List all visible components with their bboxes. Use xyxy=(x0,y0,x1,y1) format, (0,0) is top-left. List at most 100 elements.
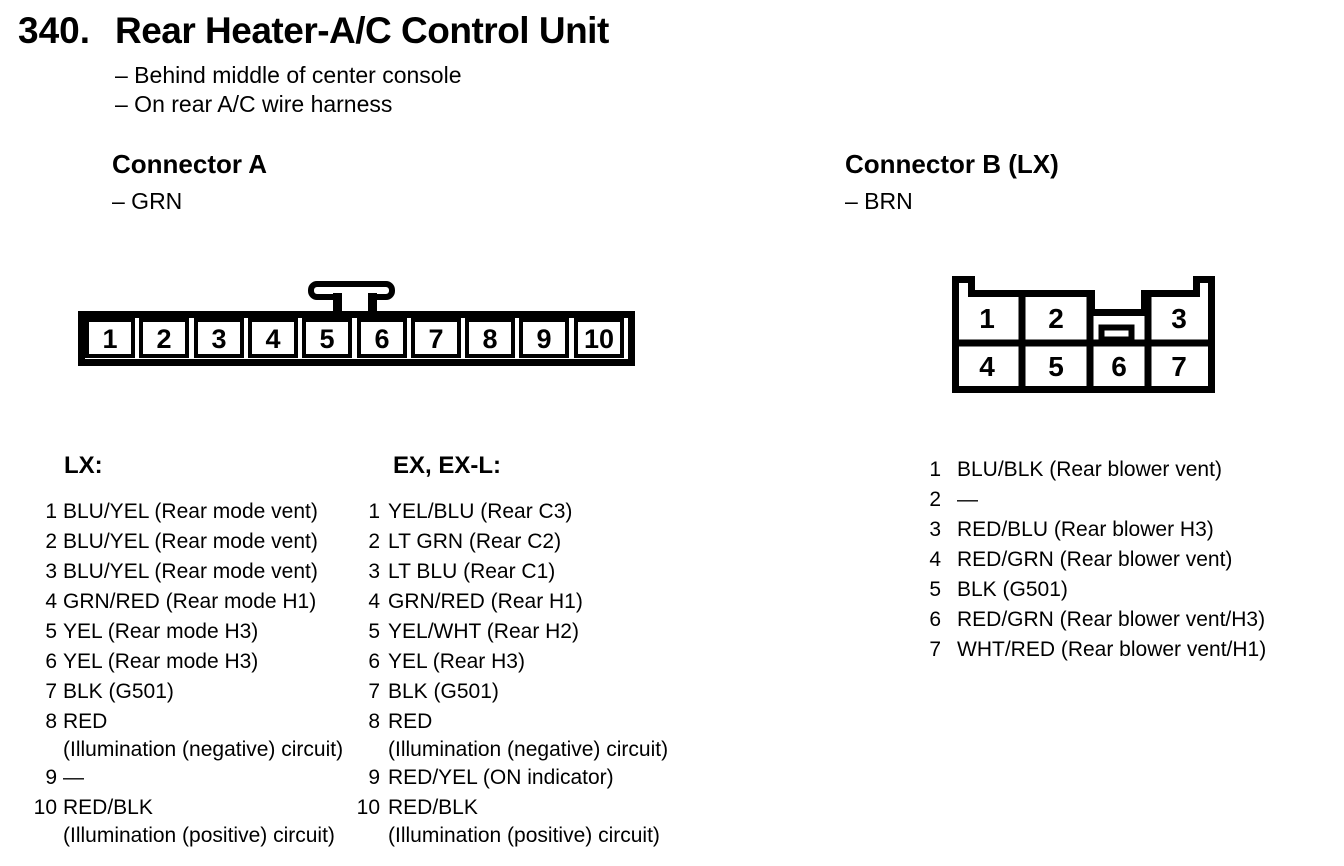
pin-cell-label: 7 xyxy=(1171,351,1187,382)
pin-row: 4 GRN/RED (Rear H1) xyxy=(355,587,668,617)
pin-wire-label: YEL (Rear mode H3) xyxy=(63,650,259,673)
pin-row: 7 BLK (G501) xyxy=(355,677,668,707)
pin-number: 6 xyxy=(368,650,380,673)
pin-number: 7 xyxy=(368,680,380,703)
pin-row: 5 YEL/WHT (Rear H2) xyxy=(355,617,668,647)
pin-number: 5 xyxy=(368,620,380,643)
pin-cell-label: 8 xyxy=(482,324,497,354)
pin-row: 2— xyxy=(915,485,1266,515)
pin-cell-label: 1 xyxy=(102,324,117,354)
pin-wire-label: BLK (G501) xyxy=(63,680,174,703)
pin-number: 6 xyxy=(929,608,941,631)
pin-wire-label: RED/BLK(Illumination (positive) circuit) xyxy=(63,796,335,847)
pin-row: 3 RED/BLU (Rear blower H3) xyxy=(915,515,1266,545)
pin-number: 4 xyxy=(929,548,941,571)
pin-wire-label: — xyxy=(957,488,978,511)
pin-row: 2 BLU/YEL (Rear mode vent) xyxy=(30,527,343,557)
pin-row: 5 BLK (G501) xyxy=(915,575,1266,605)
trim-heading-lx: LX: xyxy=(64,452,103,479)
pin-wire-label: RED/BLU (Rear blower H3) xyxy=(957,518,1214,541)
pin-wire-label: YEL (Rear mode H3) xyxy=(63,620,259,643)
pin-row: 6 RED/GRN (Rear blower vent/H3) xyxy=(915,605,1266,635)
pin-number: 1 xyxy=(368,500,380,523)
pin-cell-label: 4 xyxy=(979,351,995,382)
pin-number: 8 xyxy=(368,710,380,733)
connector-b-diagram: 1 2 3 4 5 6 7 xyxy=(952,276,1215,393)
pin-number: 5 xyxy=(929,578,941,601)
pin-row: 3 BLU/YEL (Rear mode vent) xyxy=(30,557,343,587)
pin-row: 6 YEL (Rear H3) xyxy=(355,647,668,677)
pin-number: 4 xyxy=(368,590,380,613)
pin-cell-label: 6 xyxy=(1111,351,1127,382)
pin-wire-label: — xyxy=(63,766,84,789)
pin-row: 7 WHT/RED (Rear blower vent/H1) xyxy=(915,635,1266,665)
pin-wire-label: WHT/RED (Rear blower vent/H1) xyxy=(957,638,1267,661)
connector-b-color-note: – BRN xyxy=(845,188,913,214)
pin-number: 1 xyxy=(45,500,57,523)
pin-wire-label: BLU/YEL (Rear mode vent) xyxy=(63,530,318,553)
connector-b-heading: Connector B (LX) xyxy=(845,149,1059,179)
pin-number: 3 xyxy=(929,518,941,541)
pin-wire-label: LT GRN (Rear C2) xyxy=(388,530,562,553)
pin-wire-label: BLK (G501) xyxy=(388,680,499,703)
pin-number: 10 xyxy=(356,796,380,819)
pin-number: 3 xyxy=(368,560,380,583)
trim-heading-ex: EX, EX-L: xyxy=(393,452,502,479)
pin-wire-label: GRN/RED (Rear mode H1) xyxy=(63,590,317,613)
pin-cell-label: 9 xyxy=(536,324,551,354)
pin-number: 2 xyxy=(929,488,941,511)
page-title: Rear Heater-A/C Control Unit xyxy=(115,10,609,51)
pin-cell-label: 2 xyxy=(156,324,171,354)
connector-a-pin-cells xyxy=(85,318,624,358)
pin-wire-label: GRN/RED (Rear H1) xyxy=(388,590,583,613)
pin-row: 10 RED/BLK(Illumination (positive) circui… xyxy=(30,793,343,849)
pin-number: 2 xyxy=(368,530,380,553)
pin-cell-label: 5 xyxy=(319,324,334,354)
pin-row: 1 BLU/YEL (Rear mode vent) xyxy=(30,497,343,527)
pin-wire-label: YEL (Rear H3) xyxy=(388,650,525,673)
pin-cell-label: 6 xyxy=(374,324,389,354)
pin-number: 9 xyxy=(45,766,57,789)
pin-row: 2 LT GRN (Rear C2) xyxy=(355,527,668,557)
pin-wire-label: YEL/WHT (Rear H2) xyxy=(388,620,579,643)
pin-number: 4 xyxy=(45,590,57,613)
pin-cell-label: 10 xyxy=(584,324,614,354)
pin-wire-label: RED/BLK(Illumination (positive) circuit) xyxy=(388,796,660,847)
pin-number: 8 xyxy=(45,710,57,733)
location-note: – On rear A/C wire harness xyxy=(115,91,393,117)
pin-wire-label: BLU/YEL (Rear mode vent) xyxy=(63,500,318,523)
pin-wire-label: BLK (G501) xyxy=(957,578,1068,601)
pin-wire-label: RED(Illumination (negative) circuit) xyxy=(63,710,344,761)
connector-a-heading: Connector A xyxy=(112,149,268,179)
connector-b-cell-dividers xyxy=(952,295,1215,386)
connector-b-key-rib xyxy=(1098,324,1135,343)
pin-number: 1 xyxy=(929,458,941,481)
pin-cell-label: 5 xyxy=(1048,351,1064,382)
pin-wire-label: RED/GRN (Rear blower vent/H3) xyxy=(957,608,1266,631)
pin-number: 2 xyxy=(45,530,57,553)
location-note: – Behind middle of center console xyxy=(115,62,462,88)
pin-cell-label: 1 xyxy=(979,303,995,334)
pin-number: 10 xyxy=(33,796,57,819)
pin-number: 7 xyxy=(45,680,57,703)
pin-number: 7 xyxy=(929,638,941,661)
pin-cell-label: 3 xyxy=(211,324,226,354)
pin-cell-label: 4 xyxy=(265,324,280,354)
pin-number: 9 xyxy=(368,766,380,789)
pin-wire-label: BLU/YEL (Rear mode vent) xyxy=(63,560,318,583)
pin-cell-label: 2 xyxy=(1048,303,1064,334)
pin-row: 9— xyxy=(30,763,343,793)
pin-wire-label: BLU/BLK (Rear blower vent) xyxy=(957,458,1222,481)
pin-row: 1 BLU/BLK (Rear blower vent) xyxy=(915,455,1266,485)
pin-number: 3 xyxy=(45,560,57,583)
